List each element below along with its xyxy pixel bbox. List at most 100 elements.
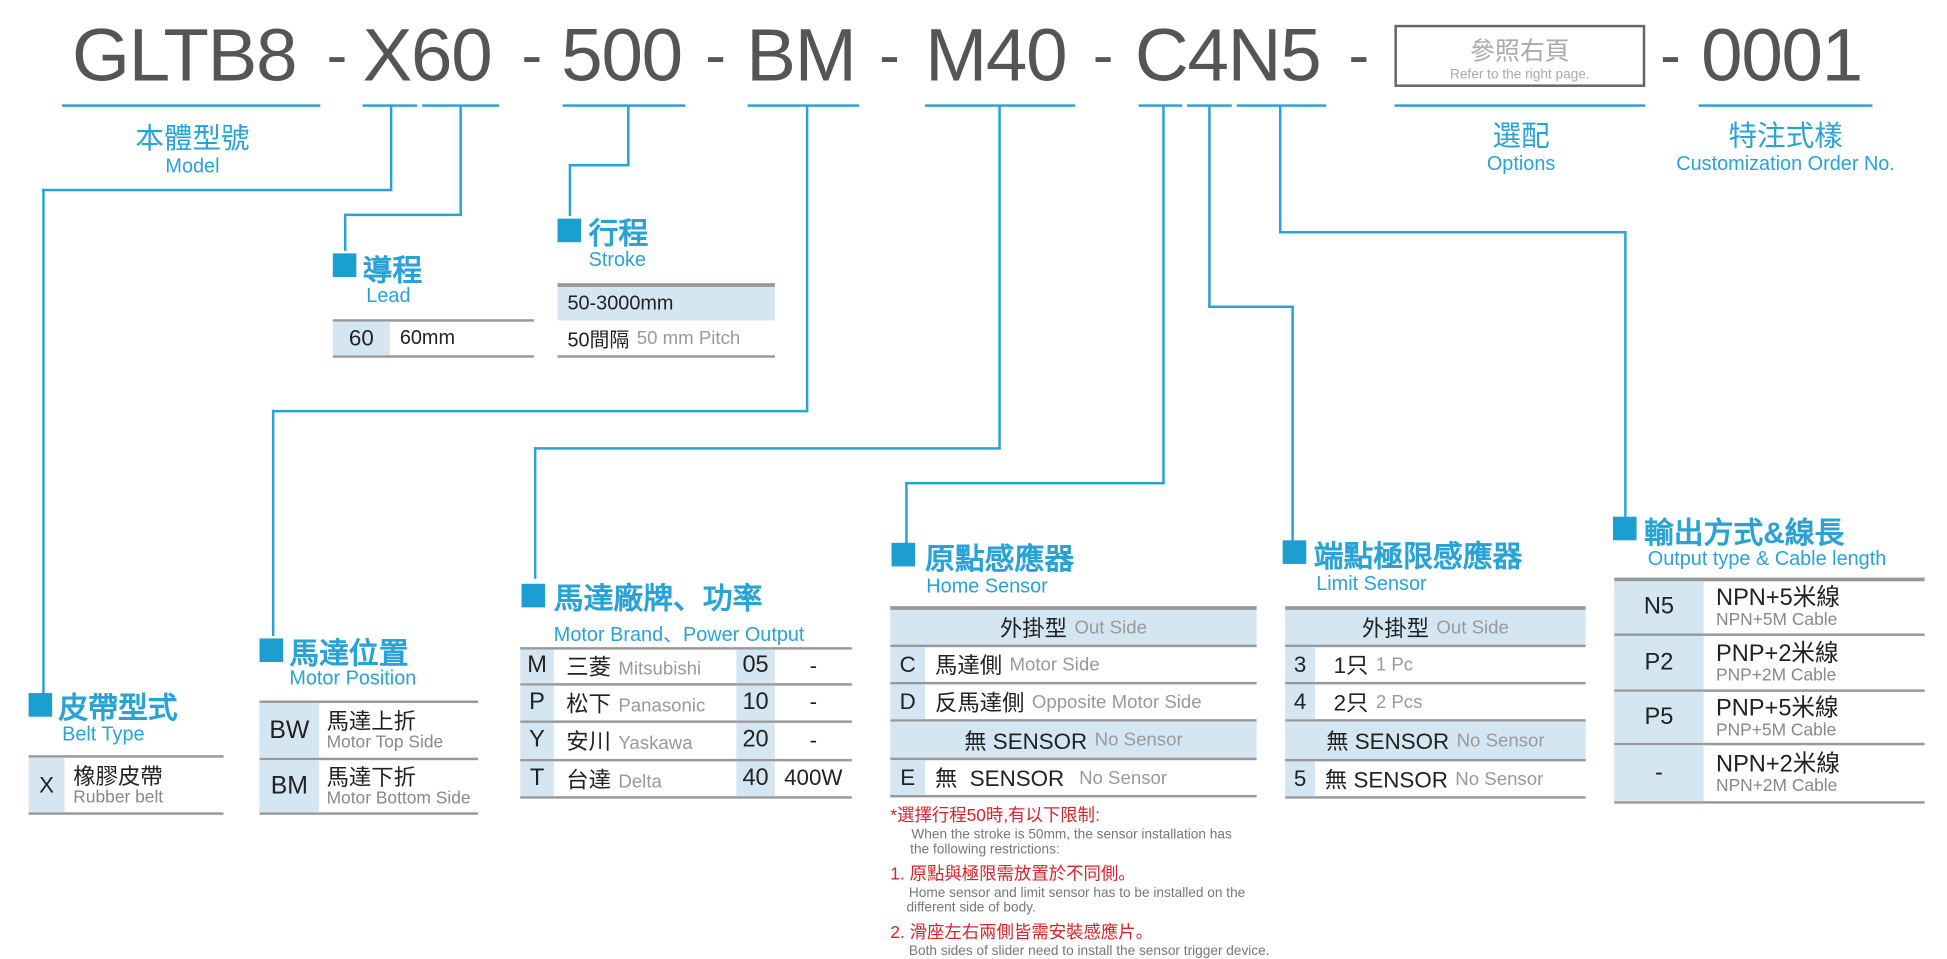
output-code: P5 xyxy=(1614,691,1704,743)
stroke-pitch-en: 50 mm Pitch xyxy=(636,327,741,349)
bullet-square-icon xyxy=(332,253,357,277)
code-stroke: 500 xyxy=(561,13,683,97)
brand-en: Delta xyxy=(618,771,662,793)
underline xyxy=(1394,104,1646,107)
bullet-square-icon xyxy=(1282,540,1307,564)
output-zh: PNP+2米線 xyxy=(1716,640,1839,667)
mp-zh: 馬達上折 xyxy=(326,709,416,735)
limit-zh: 1只 xyxy=(1333,653,1369,679)
home-zh: 無 SENSOR xyxy=(935,766,1065,792)
motor-brand-title: 馬達廠牌、功率 xyxy=(553,582,763,617)
output-zh: PNP+5米線 xyxy=(1716,694,1839,722)
options-label: 選配 Options xyxy=(1453,112,1590,177)
lead-title: 導程 xyxy=(362,254,423,289)
power-value: - xyxy=(809,653,818,678)
model-label: 本體型號 Model xyxy=(124,114,261,179)
limit-code: 4 xyxy=(1285,684,1315,720)
home-code: C xyxy=(890,647,926,682)
output-title: 輸出方式&線長 xyxy=(1644,516,1845,551)
motor-brand-subtitle: Motor Brand、Power Output xyxy=(553,624,805,646)
group-en: No Sensor xyxy=(1094,729,1183,751)
power-code: 20 xyxy=(736,722,775,759)
output-subtitle: Output type & Cable length xyxy=(1647,549,1887,571)
stroke-pitch-zh: 50間隔 xyxy=(567,330,630,352)
lead-code: 60 xyxy=(332,321,390,356)
motor-position-subtitle: Motor Position xyxy=(289,668,417,690)
code-motor-position: BM xyxy=(746,13,857,97)
limit-en: No Sensor xyxy=(1455,768,1544,790)
brand-code: M xyxy=(520,649,554,683)
output-en: PNP+5M Cable xyxy=(1716,718,1837,739)
output-code: P2 xyxy=(1614,635,1704,690)
mp-zh: 馬達下折 xyxy=(326,765,416,790)
brand-en: Panasonic xyxy=(618,695,706,717)
belt-code: X xyxy=(28,757,65,813)
model-en: Model xyxy=(165,156,220,178)
note-title-en: When the stroke is 50mm, the sensor inst… xyxy=(911,827,1232,843)
belt-en: Rubber belt xyxy=(73,786,164,807)
power-code: 10 xyxy=(736,685,775,721)
limit-code: 5 xyxy=(1285,761,1315,797)
output-en: NPN+2M Cable xyxy=(1716,774,1838,795)
separator: - xyxy=(879,19,900,90)
brand-zh: 台達 xyxy=(566,767,611,793)
options-box-en: Refer to the right page. xyxy=(1449,67,1590,82)
separator: - xyxy=(521,19,543,90)
lead-subtitle: Lead xyxy=(366,285,411,307)
power-value: - xyxy=(809,689,818,715)
brand-code: T xyxy=(520,760,554,797)
note-1: 1. 原點與極限需放置於不同側。 xyxy=(890,863,1136,884)
belt-zh: 橡膠皮帶 xyxy=(73,763,163,789)
note-title: *選擇行程50時,有以下限制: xyxy=(890,804,1100,825)
bullet-square-icon xyxy=(28,693,53,717)
note-2: 2. 滑座左右兩側皆需安裝感應片。 xyxy=(890,921,1154,942)
separator: - xyxy=(1348,19,1370,90)
group-zh: 無 SENSOR xyxy=(964,728,1088,754)
limit-sensor-title: 端點極限感應器 xyxy=(1313,540,1523,574)
power-code: 05 xyxy=(736,649,775,683)
limit-en: 2 Pcs xyxy=(1375,691,1423,713)
power-code: 40 xyxy=(736,760,775,797)
note-2-en: Both sides of slider need to install the… xyxy=(908,943,1270,959)
home-zh: 馬達側 xyxy=(935,653,1003,679)
underline xyxy=(1698,104,1873,107)
brand-zh: 安川 xyxy=(566,729,611,755)
group-en: No Sensor xyxy=(1456,729,1545,751)
underline xyxy=(1138,104,1183,107)
brand-code: Y xyxy=(520,722,554,759)
home-en: Opposite Motor Side xyxy=(1031,691,1202,713)
notes: *選擇行程50時,有以下限制: When the stroke is 50mm,… xyxy=(890,802,1269,959)
note-1-en: Home sensor and limit sensor has to be i… xyxy=(908,885,1246,901)
mp-en: Motor Bottom Side xyxy=(326,787,471,808)
bullet-square-icon xyxy=(259,638,284,663)
underline xyxy=(62,104,321,107)
separator: - xyxy=(705,19,726,90)
brand-code: P xyxy=(520,685,554,721)
lead-row: 60 60mm xyxy=(332,319,534,358)
options-zh: 選配 xyxy=(1492,119,1550,152)
stroke-range: 50-3000mm xyxy=(557,283,775,321)
motor-position-title: 馬達位置 xyxy=(289,637,409,671)
limit-zh: 2只 xyxy=(1333,690,1369,716)
separator: - xyxy=(326,19,348,90)
bullet-square-icon xyxy=(521,583,546,608)
home-code: E xyxy=(890,760,926,795)
underline xyxy=(747,104,860,107)
brand-en: Yaskawa xyxy=(618,733,693,755)
stroke-subtitle: Stroke xyxy=(588,249,646,271)
brand-en: Mitsubishi xyxy=(618,658,702,680)
lead-value: 60mm xyxy=(399,327,456,349)
limit-row: 4 2只 2 Pcs xyxy=(1285,684,1586,722)
code-model: GLTB8 xyxy=(72,13,298,97)
group-en: Out Side xyxy=(1074,616,1147,638)
